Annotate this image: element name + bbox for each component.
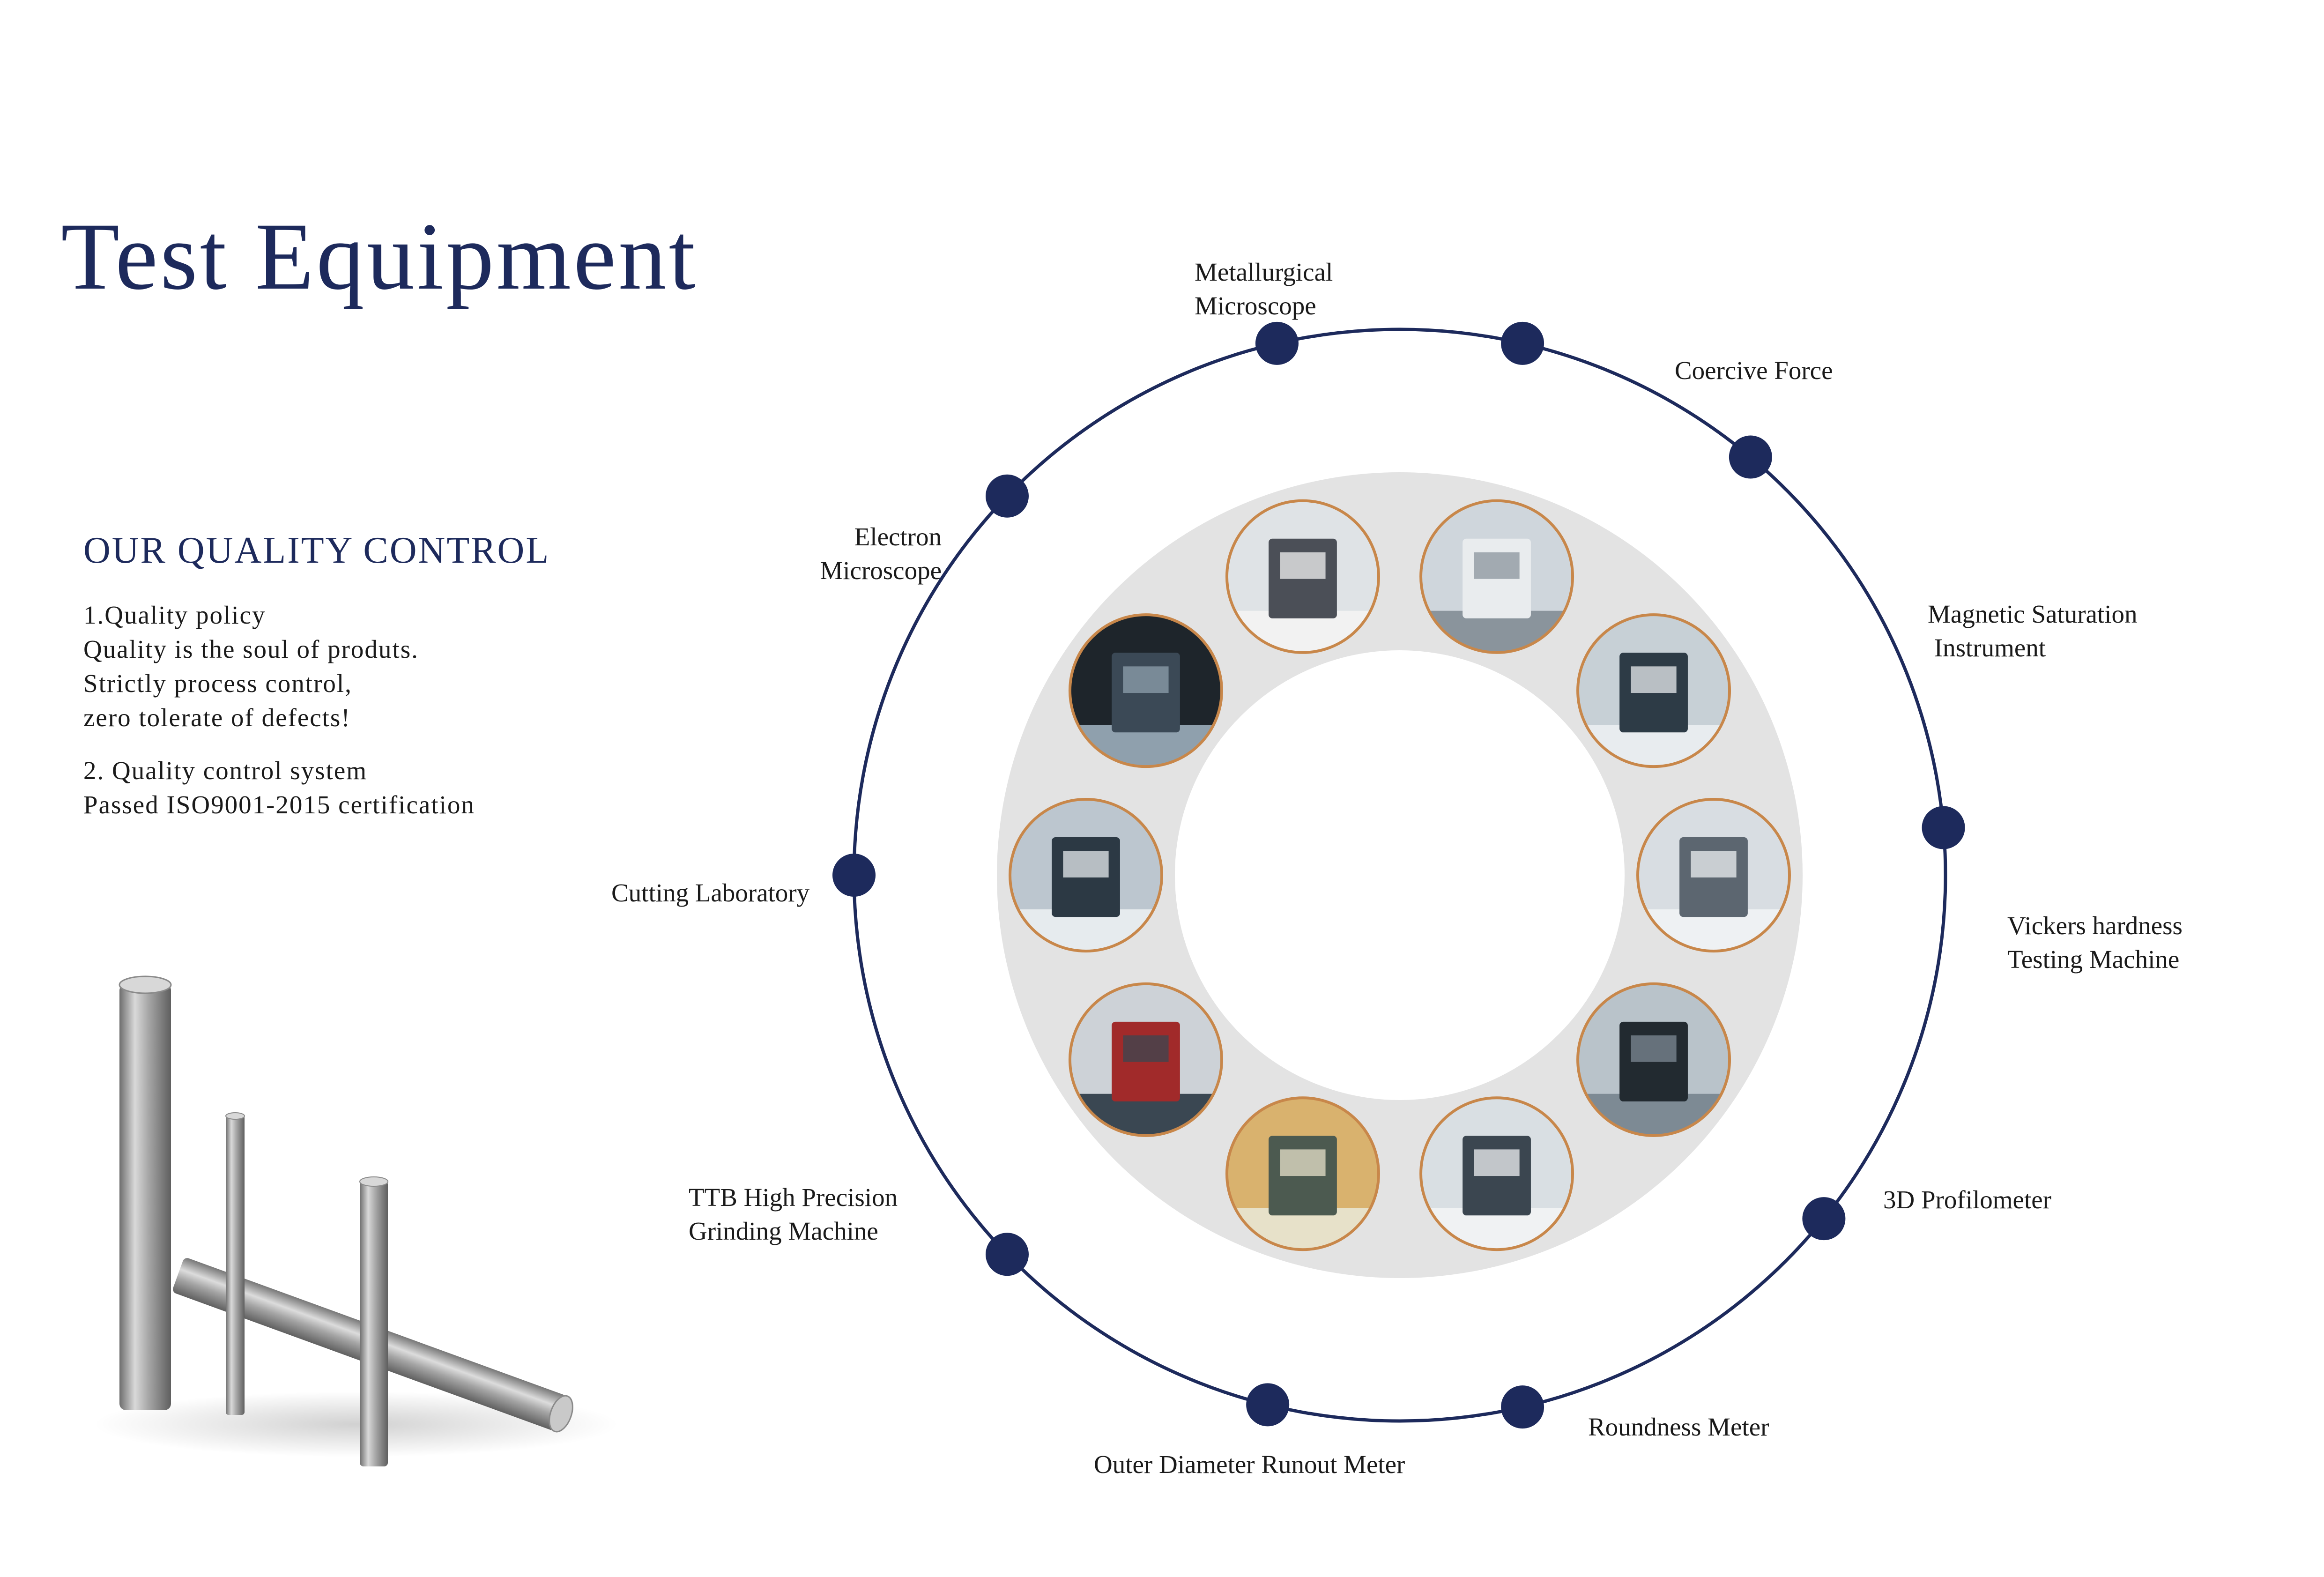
connector-dot-coercive: [1501, 321, 1544, 365]
quality-policy-line: zero tolerate of defects!: [83, 703, 351, 732]
label-coercive-force: Coercive Force: [1675, 356, 1833, 385]
equipment-photo-runout: [1225, 1096, 1380, 1251]
quality-control-heading: OUR QUALITY CONTROL: [83, 530, 550, 571]
connector-dot-profilometer: [1802, 1197, 1846, 1241]
quality-system-block: 2. Quality control system Passed ISO9001…: [83, 753, 692, 822]
equipment-photo-roundness: [1419, 1096, 1574, 1251]
label-magnetic-saturation: Magnetic Saturation Instrument: [1928, 600, 2138, 662]
connector-dot-metallurgical: [1255, 321, 1299, 365]
equipment-photo-metallurgical: [1225, 499, 1380, 654]
equipment-photo-grinding: [1068, 982, 1223, 1137]
connector-dot-electron: [985, 474, 1029, 518]
quality-policy-line: Quality is the soul of produts.: [83, 635, 419, 663]
quality-policy-line: 1.Quality policy: [83, 601, 266, 629]
connector-dot-grinding: [985, 1233, 1029, 1276]
label-outer-diameter-runout: Outer Diameter Runout Meter: [1094, 1450, 1405, 1479]
equipment-photo-vickers: [1636, 798, 1791, 952]
page-title: Test Equipment: [61, 203, 698, 310]
connector-dot-runout: [1246, 1383, 1290, 1427]
equipment-photo-cutting: [1009, 798, 1163, 952]
quality-system-line: 2. Quality control system: [83, 756, 368, 785]
connector-dot-magnetic: [1729, 435, 1772, 479]
label-cutting-laboratory: Cutting Laboratory: [611, 878, 810, 907]
label-3d-profilometer: 3D Profilometer: [1883, 1185, 2051, 1214]
quality-policy-block: 1.Quality policy Quality is the soul of …: [83, 598, 692, 735]
label-roundness-meter: Roundness Meter: [1588, 1413, 1769, 1441]
carbide-rods-image: [94, 975, 618, 1466]
quality-control-section: OUR QUALITY CONTROL 1.Quality policy Qua…: [83, 529, 692, 841]
quality-policy-line: Strictly process control,: [83, 669, 352, 698]
connector-dot-vickers: [1922, 806, 1965, 849]
connector-dot-cutting: [832, 854, 876, 897]
equipment-photo-magnetic: [1576, 613, 1731, 768]
connector-dot-roundness: [1501, 1385, 1544, 1429]
quality-system-line: Passed ISO9001-2015 certification: [83, 790, 475, 819]
